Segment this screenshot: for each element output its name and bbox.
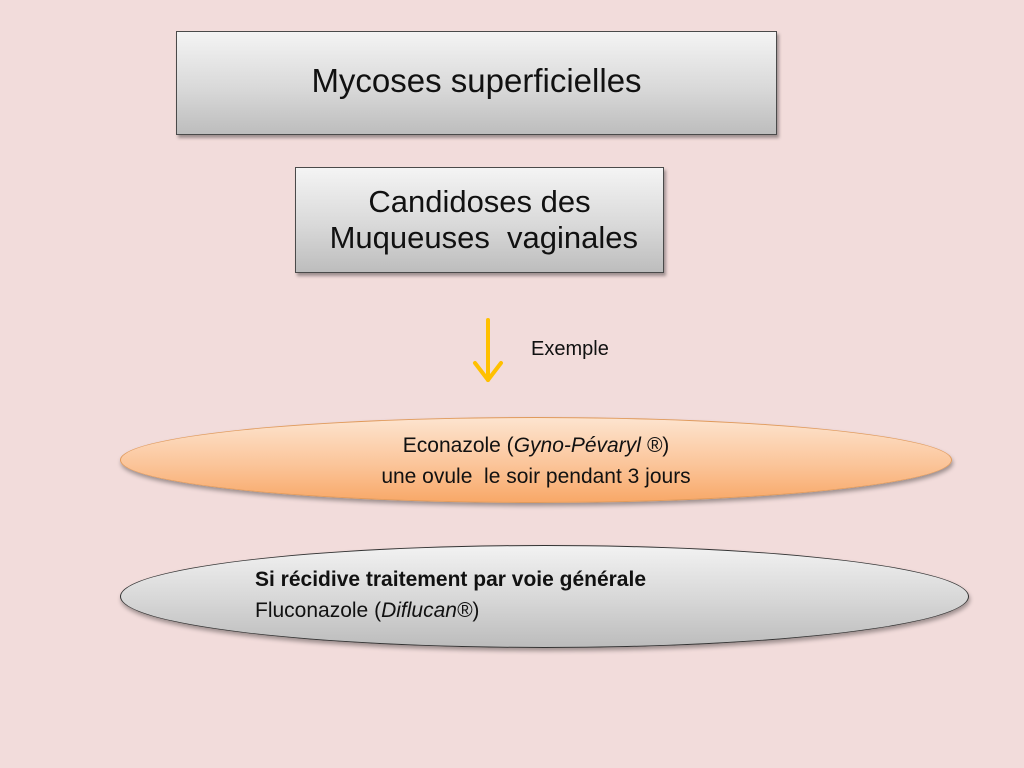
treatment-drug-prefix: Econazole ( xyxy=(402,434,514,457)
treatment-brand: Gyno-Pévaryl ® xyxy=(513,434,663,457)
treatment-ellipse: Econazole (Gyno-Pévaryl ®) une ovule le … xyxy=(120,417,952,503)
treatment-drug-line: Econazole (Gyno-Pévaryl ®) xyxy=(121,430,951,461)
recurrence-brand: Diflucan® xyxy=(381,599,473,622)
recurrence-heading: Si récidive traitement par voie générale xyxy=(255,568,647,591)
subtitle-line-2: Muqueuses vaginales xyxy=(320,220,639,255)
example-label: Exemple xyxy=(531,338,609,360)
subtitle-line-1: Candidoses des xyxy=(368,184,591,219)
slide-title: Mycoses superficielles xyxy=(311,62,642,99)
recurrence-drug-line: Fluconazole (Diflucan®) xyxy=(255,595,646,626)
down-arrow-icon xyxy=(473,318,503,382)
treatment-drug-suffix: ) xyxy=(662,434,670,457)
recurrence-drug-suffix: ) xyxy=(472,599,480,622)
subtitle-box: Candidoses des Muqueuses vaginales xyxy=(295,167,664,273)
recurrence-drug-prefix: Fluconazole ( xyxy=(255,599,382,622)
recurrence-text: Si récidive traitement par voie générale… xyxy=(255,564,646,626)
title-box: Mycoses superficielles xyxy=(176,31,777,135)
treatment-dosage: une ovule le soir pendant 3 jours xyxy=(381,465,691,488)
recurrence-ellipse: Si récidive traitement par voie générale… xyxy=(120,545,969,648)
